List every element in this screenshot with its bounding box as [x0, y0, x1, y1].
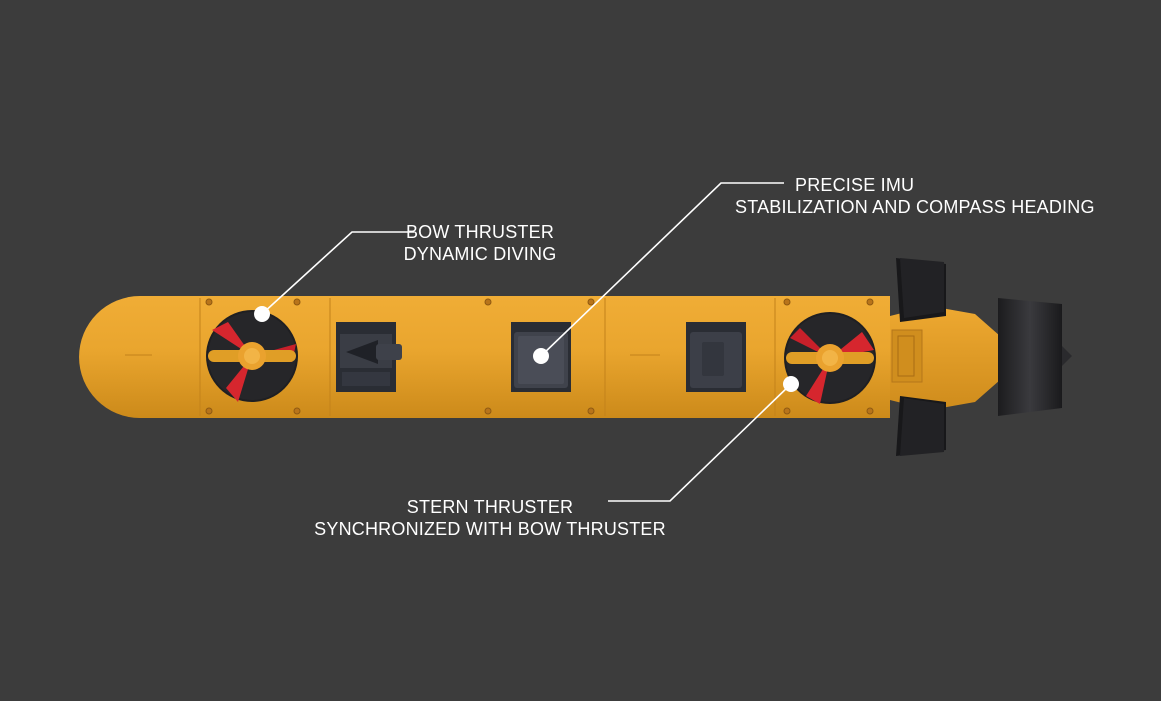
stern-leader-line — [608, 383, 792, 502]
stern-thruster — [784, 312, 876, 404]
bow-callout-dot — [254, 306, 270, 322]
imu-callout-dot — [533, 348, 549, 364]
imu-callout: PRECISE IMU STABILIZATION AND COMPASS HE… — [735, 174, 1095, 218]
stern-callout-subtitle: SYNCHRONIZED WITH BOW THRUSTER — [314, 519, 666, 539]
hull — [79, 296, 890, 418]
stern-callout-title: STERN THRUSTER — [406, 497, 574, 517]
stern-thruster-callout: STERN THRUSTER SYNCHRONIZED WITH BOW THR… — [310, 496, 670, 540]
stern-callout-dot — [783, 376, 799, 392]
imu-callout-title: PRECISE IMU — [795, 175, 915, 195]
imu-callout-subtitle: STABILIZATION AND COMPASS HEADING — [735, 197, 1095, 217]
tail-fins — [896, 258, 946, 456]
tail-section — [890, 306, 1000, 410]
hull-screws — [205, 298, 874, 415]
bow-thruster-callout: BOW THRUSTER DYNAMIC DIVING — [340, 221, 620, 265]
bow-thruster — [206, 310, 298, 402]
bow-callout-title: BOW THRUSTER — [405, 222, 555, 242]
callout-dots — [254, 306, 799, 392]
bow-callout-subtitle: DYNAMIC DIVING — [403, 244, 557, 264]
bow-leader-line — [261, 231, 414, 315]
payload-module-1 — [336, 322, 402, 392]
imu-leader-line — [540, 182, 784, 357]
leader-lines — [261, 182, 792, 502]
propeller-duct — [998, 298, 1072, 416]
payload-module-3 — [686, 322, 746, 392]
